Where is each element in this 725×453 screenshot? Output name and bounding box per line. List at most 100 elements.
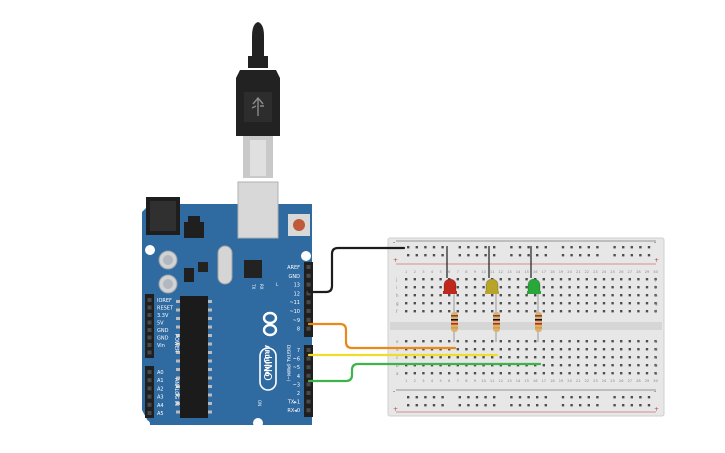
column-number-top: 1 xyxy=(405,270,407,274)
column-number-bottom: 6 xyxy=(448,379,451,383)
column-number-bottom: 19 xyxy=(559,379,564,383)
column-number-top: 18 xyxy=(550,270,555,274)
row-letter-left: b xyxy=(396,363,399,368)
column-number-top: 22 xyxy=(585,270,590,274)
column-number-top: 30 xyxy=(653,270,658,274)
l-led-label: L xyxy=(276,282,279,287)
rail-sign-right: + xyxy=(654,406,659,413)
column-number-bottom: 21 xyxy=(576,379,581,383)
analog-pin-label-5: A5 xyxy=(157,411,164,417)
analog-label: ANALOG IN xyxy=(173,378,179,406)
column-number-bottom: 17 xyxy=(542,379,547,383)
column-number-top: 25 xyxy=(610,270,615,274)
analog-pin-label-0: A0 xyxy=(157,370,164,376)
column-number-bottom: 24 xyxy=(602,379,607,383)
column-number-top: 27 xyxy=(628,270,633,274)
top-pin-label-7: 8 xyxy=(297,327,300,333)
power-header xyxy=(145,294,154,358)
tx-led-label: TX xyxy=(251,283,256,289)
row-letter-right: g xyxy=(655,301,658,306)
row-letter-left: j xyxy=(395,277,397,282)
bottom-pin-label-1: ~6 xyxy=(293,357,300,363)
row-letter-left: h xyxy=(396,293,399,298)
rail-sign-left: - xyxy=(393,239,395,246)
column-number-bottom: 29 xyxy=(645,379,650,383)
row-letter-left: c xyxy=(396,355,398,360)
column-number-bottom: 30 xyxy=(653,379,658,383)
column-number-bottom: 25 xyxy=(610,379,615,383)
model-label: UNO xyxy=(261,356,274,381)
led-red xyxy=(443,278,457,294)
column-number-bottom: 11 xyxy=(490,379,495,383)
bottom-pin-label-3: 4 xyxy=(297,374,300,380)
column-number-top: 21 xyxy=(576,270,581,274)
atmega-chip xyxy=(180,296,208,418)
column-number-top: 11 xyxy=(490,270,495,274)
led-yellow xyxy=(485,278,499,294)
rail-sign-right: + xyxy=(654,257,659,264)
column-number-bottom: 20 xyxy=(567,379,572,383)
column-number-top: 16 xyxy=(533,270,538,274)
column-number-top: 24 xyxy=(602,270,607,274)
row-letter-right: e xyxy=(655,339,658,344)
column-number-top: 7 xyxy=(457,270,459,274)
column-number-top: 20 xyxy=(567,270,572,274)
pin10-wire xyxy=(307,322,457,350)
top-pin-label-0: AREF xyxy=(287,265,300,271)
column-number-bottom: 12 xyxy=(499,379,504,383)
column-number-bottom: 9 xyxy=(474,379,477,383)
column-number-top: 26 xyxy=(619,270,624,274)
row-letter-left: a xyxy=(396,371,399,376)
column-number-bottom: 16 xyxy=(533,379,538,383)
column-number-bottom: 27 xyxy=(628,379,633,383)
breadboard: 1122334455667788991010111112121313141415… xyxy=(387,237,665,417)
row-letter-right: b xyxy=(655,363,658,368)
usb-icon xyxy=(251,96,264,116)
usb-port xyxy=(237,181,279,239)
resistor xyxy=(493,294,500,342)
column-number-bottom: 4 xyxy=(431,379,434,383)
digital-label: DIGITAL (PWM~) xyxy=(285,345,291,382)
top-pin-label-1: GND xyxy=(289,274,301,280)
column-number-bottom: 13 xyxy=(507,379,512,383)
center-channel xyxy=(390,322,662,330)
column-number-top: 5 xyxy=(439,270,441,274)
rail-sign-right: - xyxy=(654,239,656,246)
column-number-top: 19 xyxy=(559,270,564,274)
row-letter-left: i xyxy=(396,285,397,290)
row-letter-left: f xyxy=(396,309,398,314)
analog-pin-label-4: A4 xyxy=(157,403,164,409)
row-letter-left: e xyxy=(396,339,399,344)
row-letter-right: d xyxy=(655,347,658,352)
analog-pin-label-1: A1 xyxy=(157,378,164,384)
led-green xyxy=(527,278,541,294)
column-number-bottom: 8 xyxy=(465,379,468,383)
rail-sign-left: - xyxy=(393,388,395,395)
rail-sign-left: + xyxy=(393,406,398,413)
column-number-top: 12 xyxy=(499,270,504,274)
power-pin-label-6: Vin xyxy=(157,343,165,349)
column-number-bottom: 3 xyxy=(422,379,424,383)
power-pin-label-2: 3.3V xyxy=(157,313,169,319)
column-number-bottom: 5 xyxy=(439,379,441,383)
model-logo: UNO xyxy=(259,347,277,391)
top-pin-label-5: ~10 xyxy=(289,309,300,315)
column-number-bottom: 1 xyxy=(405,379,407,383)
digital-header-top xyxy=(304,262,313,337)
top-pin-label-2: 13 xyxy=(294,283,300,289)
column-number-bottom: 22 xyxy=(585,379,590,383)
resistor xyxy=(451,294,458,342)
column-number-bottom: 26 xyxy=(619,379,624,383)
column-number-top: 23 xyxy=(593,270,598,274)
top-pin-label-6: ~9 xyxy=(293,318,300,324)
row-letter-left: g xyxy=(396,301,399,306)
column-number-top: 9 xyxy=(474,270,477,274)
row-letter-right: j xyxy=(654,277,656,282)
row-letter-right: a xyxy=(655,371,658,376)
column-number-bottom: 15 xyxy=(524,379,529,383)
row-letter-right: f xyxy=(655,309,657,314)
arduino-logo: ARDUINO xyxy=(262,311,278,376)
column-number-top: 3 xyxy=(422,270,424,274)
pin4-wire xyxy=(307,362,542,383)
column-number-top: 4 xyxy=(431,270,434,274)
